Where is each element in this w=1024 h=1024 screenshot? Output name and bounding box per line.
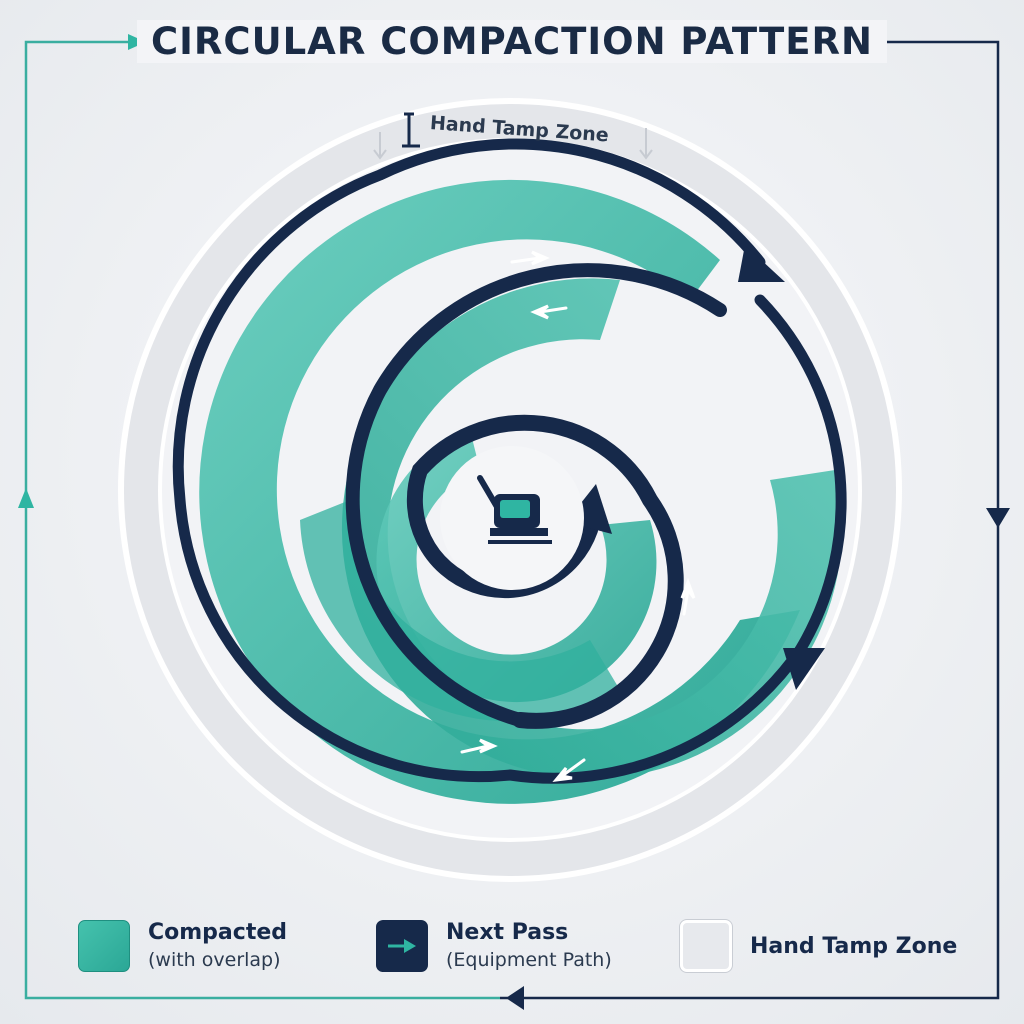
legend-compacted-title: Compacted <box>148 920 288 945</box>
arrow-icon <box>388 939 416 953</box>
compacted-swatch <box>78 920 130 972</box>
path-segment-middle <box>345 263 727 727</box>
compacted-band-fill <box>300 500 620 722</box>
compacted-area <box>199 179 842 804</box>
legend-hand-tamp-zone-title: Hand Tamp Zone <box>750 934 958 959</box>
flow-arrow-4 <box>460 738 498 754</box>
frame-arrow-left <box>18 488 34 508</box>
frame-arrow-right <box>986 508 1010 528</box>
hand-tamp-zone-swatch <box>680 920 732 972</box>
legend-next-pass-sub: (Equipment Path) <box>446 949 612 971</box>
zone-pointer-left <box>373 132 387 160</box>
zone-pointers <box>373 128 653 160</box>
flow-arrow-3 <box>680 577 696 616</box>
frame-left-teal <box>24 40 500 1000</box>
page-title-text: CIRCULAR COMPACTION PATTERN <box>137 20 887 63</box>
zone-pointer-right <box>639 128 653 160</box>
plate-compactor-icon <box>477 475 552 544</box>
legend-next-pass-title: Next Pass <box>446 920 569 945</box>
frame-arrow-bottom <box>506 986 524 1010</box>
arrowhead-right <box>783 648 825 690</box>
compacted-band-inner <box>376 430 657 703</box>
page-title: CIRCULAR COMPACTION PATTERN <box>0 20 1024 63</box>
flow-arrow-1 <box>510 250 550 266</box>
flow-arrow-2 <box>530 304 568 320</box>
path-segment-outer-tail <box>754 294 847 656</box>
path-segment-inner <box>406 414 684 729</box>
flow-arrow-5 <box>552 758 586 782</box>
flow-arrows <box>460 250 696 782</box>
hand-tamper-icon <box>402 112 420 148</box>
next-pass-swatch <box>376 920 428 972</box>
arrowhead-top-right <box>738 245 785 282</box>
legend-compacted-sub: (with overlap) <box>148 949 281 971</box>
